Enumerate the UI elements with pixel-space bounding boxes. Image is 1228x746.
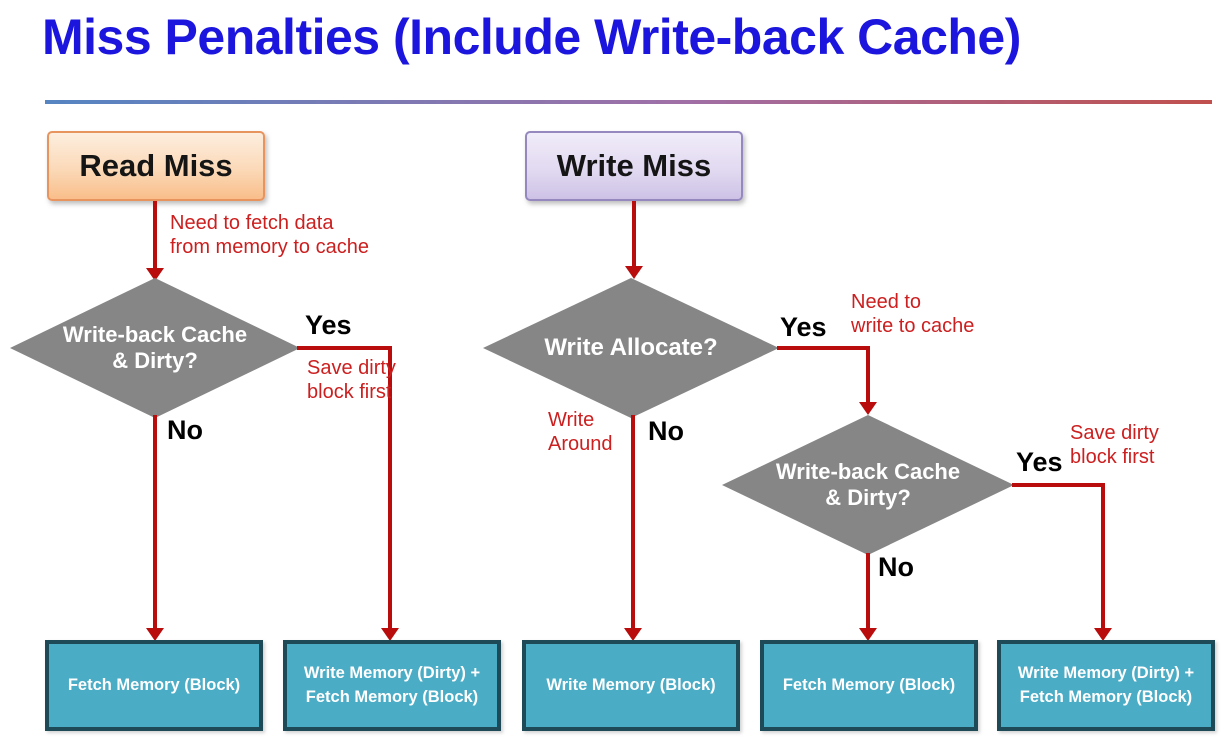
write-around-note-line1: Write: [548, 409, 595, 431]
arrowhead-readmiss-to-decision: [146, 268, 164, 281]
result-read-wf-line1: Write Memory (Dirty) +: [303, 664, 481, 683]
connector-read-no-vertical: [153, 415, 157, 630]
arrowhead-wdirty-no-result: [859, 628, 877, 641]
arrowhead-read-no-result: [146, 628, 164, 641]
result-read-wf-line2: Fetch Memory (Block): [305, 687, 479, 706]
write-dirty-yes-label: Yes: [1016, 447, 1063, 477]
connector-read-yes-horizontal: [297, 346, 392, 350]
read-miss-label: Read Miss: [79, 148, 233, 183]
write-around-note: Write Around: [548, 408, 613, 456]
connector-wdirty-no-vertical: [866, 553, 870, 630]
result-write-wf-line2: Fetch Memory (Block): [1019, 687, 1193, 706]
decision-write2-line1: Write-back Cache: [775, 458, 961, 484]
result-read-write-plus-fetch-text: Write Memory (Dirty) + Fetch Memory (Blo…: [304, 662, 480, 708]
result-write-write-plus-fetch: Write Memory (Dirty) + Fetch Memory (Blo…: [997, 640, 1215, 731]
arrowhead-read-yes-result: [381, 628, 399, 641]
read-miss-start-box: Read Miss: [47, 131, 265, 201]
write-allocate-no-label: No: [648, 416, 684, 446]
decision-write2-line2: & Dirty?: [825, 485, 911, 510]
slide-title: Miss Penalties (Include Write-back Cache…: [42, 9, 1021, 65]
read-yes-note: Save dirty block first: [307, 356, 396, 404]
result-write-fetch-memory-text: Fetch Memory (Block): [782, 675, 956, 694]
read-yes-note-line1: Save dirty: [307, 357, 396, 379]
result-read-write-plus-fetch: Write Memory (Dirty) + Fetch Memory (Blo…: [283, 640, 501, 731]
decision-write-allocate: Write Allocate?: [483, 278, 779, 418]
write-dirty-yes-note-line2: block first: [1070, 446, 1155, 468]
result-write-memory-block: Write Memory (Block): [522, 640, 740, 731]
arrowhead-wallocate-yes-decision2: [859, 402, 877, 415]
write-allocate-yes-label: Yes: [780, 312, 827, 342]
connector-read-yes-vertical: [388, 346, 392, 630]
decision-read-line2: & Dirty?: [112, 348, 198, 373]
decision-read-writeback-dirty: Write-back Cache & Dirty?: [10, 278, 300, 418]
write-dirty-no-label: No: [878, 552, 914, 582]
connector-wallocate-no-vertical: [631, 415, 635, 630]
connector-writemiss-to-decision: [632, 201, 636, 268]
result-read-fetch-memory-text: Fetch Memory (Block): [67, 675, 241, 694]
result-write-write-plus-fetch-text: Write Memory (Dirty) + Fetch Memory (Blo…: [1018, 662, 1194, 708]
decision-write-writeback-dirty: Write-back Cache & Dirty?: [722, 415, 1014, 555]
result-write-fetch-memory: Fetch Memory (Block): [760, 640, 978, 731]
read-yes-note-line2: block first: [307, 381, 392, 403]
connector-wdirty-yes-vertical: [1101, 483, 1105, 630]
result-write-wf-line1: Write Memory (Dirty) +: [1017, 664, 1195, 683]
read-arrow-note-line1: Need to fetch data: [170, 212, 334, 234]
decision-read-line1: Write-back Cache: [62, 321, 248, 347]
write-allocate-yes-note: Need to write to cache: [851, 290, 974, 338]
write-around-note-line2: Around: [548, 433, 613, 455]
connector-wallocate-yes-horizontal: [777, 346, 870, 350]
connector-wallocate-yes-vertical: [866, 346, 870, 404]
result-read-fetch-memory: Fetch Memory (Block): [45, 640, 263, 731]
write-dirty-yes-note: Save dirty block first: [1070, 421, 1159, 469]
decision-read-writeback-dirty-text: Write-back Cache & Dirty?: [63, 322, 247, 375]
arrowhead-wallocate-no-result: [624, 628, 642, 641]
write-miss-label: Write Miss: [556, 148, 712, 183]
read-arrow-note-line2: from memory to cache: [170, 236, 369, 258]
connector-wdirty-yes-horizontal: [1012, 483, 1105, 487]
write-allocate-yes-note-line1: Need to: [851, 291, 922, 313]
read-arrow-note: Need to fetch data from memory to cache: [170, 211, 369, 259]
result-write-memory-block-text: Write Memory (Block): [546, 675, 716, 694]
arrowhead-wdirty-yes-result: [1094, 628, 1112, 641]
decision-write-writeback-dirty-text: Write-back Cache & Dirty?: [776, 459, 960, 512]
read-no-label: No: [167, 415, 203, 445]
read-yes-label: Yes: [305, 310, 352, 340]
connector-readmiss-to-decision: [153, 201, 157, 270]
write-miss-start-box: Write Miss: [525, 131, 743, 201]
title-divider: [45, 100, 1212, 104]
write-dirty-yes-note-line1: Save dirty: [1070, 422, 1159, 444]
write-allocate-yes-note-line2: write to cache: [851, 315, 975, 337]
decision-write-allocate-text: Write Allocate?: [544, 333, 718, 361]
arrowhead-writemiss-to-decision: [625, 266, 643, 279]
